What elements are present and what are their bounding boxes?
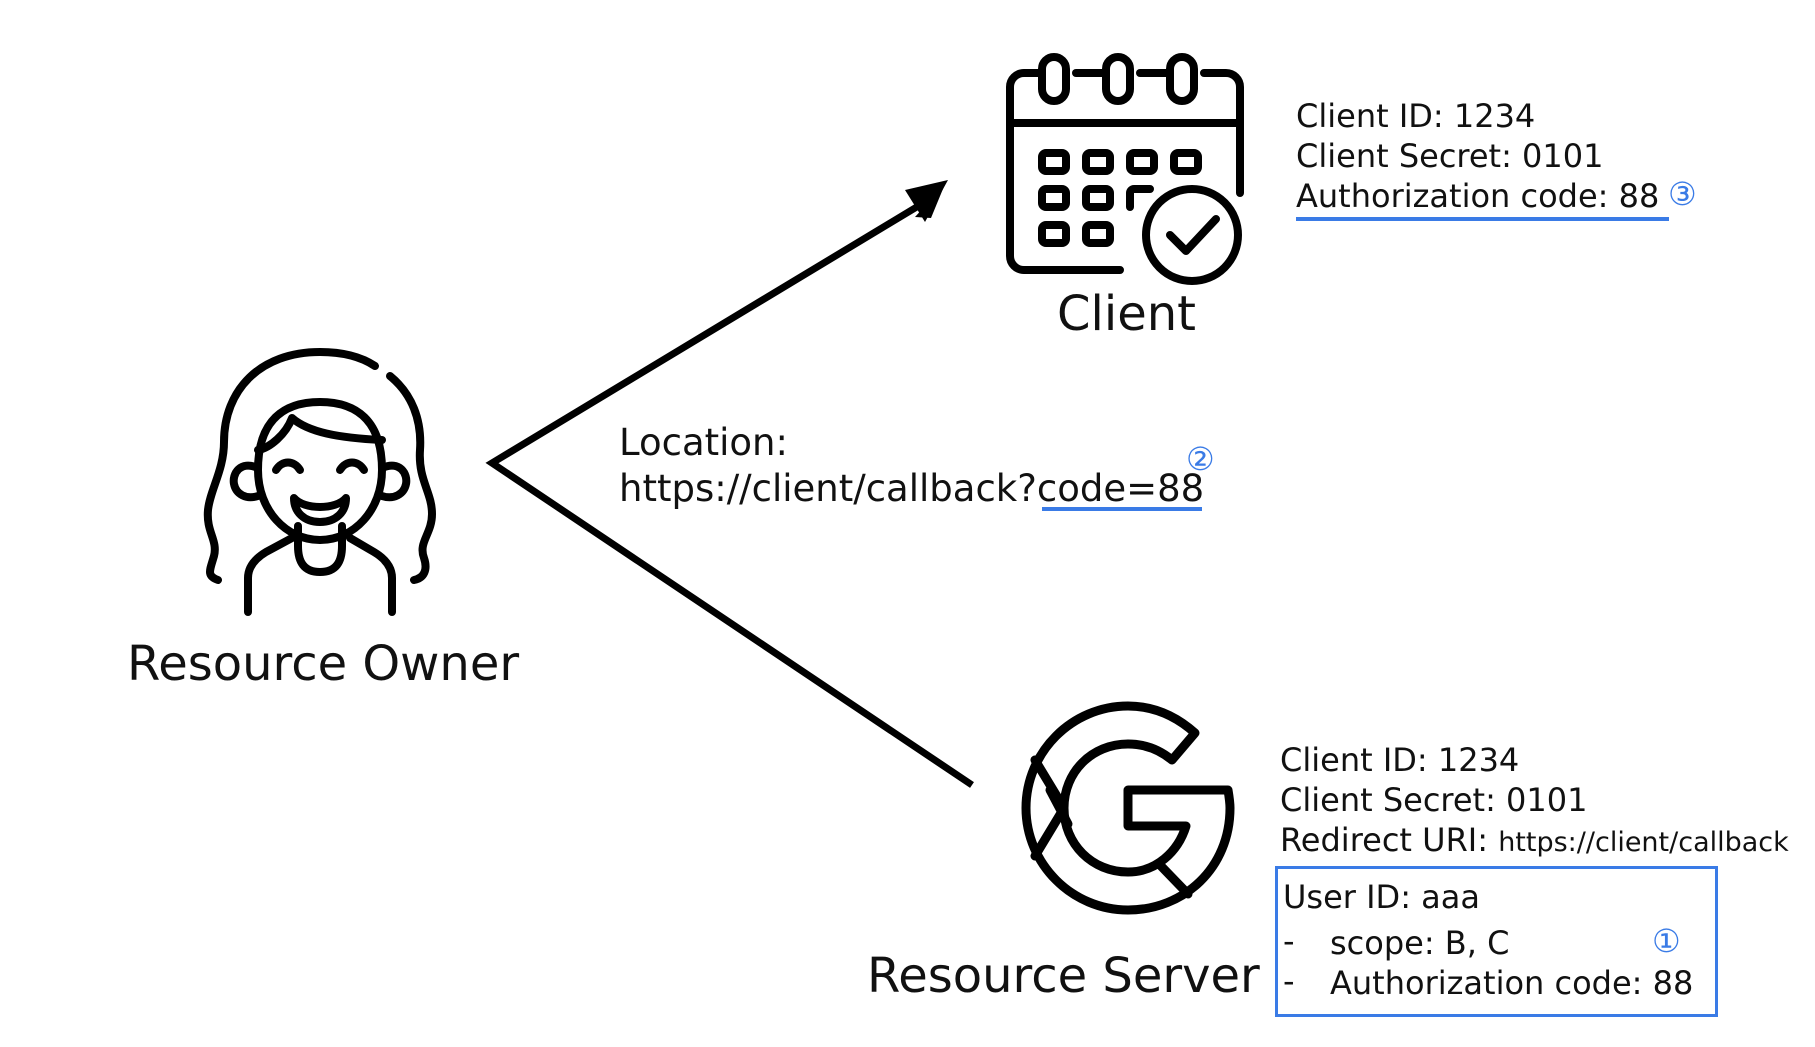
server-redirect-uri-text: Redirect URI: https://client/callback	[1280, 824, 1789, 856]
redirect-url-code: code=88	[1036, 467, 1205, 510]
person-icon	[203, 348, 436, 616]
scope-text: scope: B, C	[1330, 924, 1510, 962]
user-id-text: User ID: aaa	[1283, 878, 1480, 916]
auth-code-dash: -	[1283, 962, 1295, 1000]
redirect-location-label: Location:	[619, 421, 788, 464]
step-3-marker: ③	[1668, 175, 1697, 213]
redirect-url-prefix: https://client/callback?	[619, 467, 1037, 510]
redirect-uri-label: Redirect URI:	[1280, 821, 1499, 859]
client-label: Client	[1057, 286, 1196, 342]
step-2-marker: ②	[1186, 440, 1215, 478]
client-secret-text: Client Secret: 0101	[1296, 137, 1604, 175]
redirect-location-url: https://client/callback?code=88	[619, 470, 1204, 507]
resource-owner-label: Resource Owner	[127, 636, 520, 692]
client-arrowhead	[905, 180, 948, 222]
client-auth-code-text: Authorization code: 88	[1296, 177, 1660, 215]
server-auth-code-text: Authorization code: 88	[1330, 964, 1694, 1002]
google-logo-icon	[1021, 701, 1235, 915]
calendar-check-icon	[1006, 53, 1244, 285]
client-id-text: Client ID: 1234	[1296, 97, 1536, 135]
resource-server-label: Resource Server	[867, 948, 1260, 1004]
user-authorization-box: User ID: aaa - scope: B, C ① - Authoriza…	[1275, 866, 1718, 1017]
scope-dash: -	[1283, 922, 1295, 960]
server-client-id-text: Client ID: 1234	[1280, 741, 1520, 779]
client-auth-code-underline	[1296, 217, 1669, 221]
redirect-code-underline	[1042, 507, 1202, 511]
redirect-uri-value: https://client/callback	[1498, 827, 1789, 858]
arrow-to-client	[485, 202, 974, 788]
server-client-secret-text: Client Secret: 0101	[1280, 781, 1588, 819]
step-1-marker: ①	[1652, 922, 1681, 960]
